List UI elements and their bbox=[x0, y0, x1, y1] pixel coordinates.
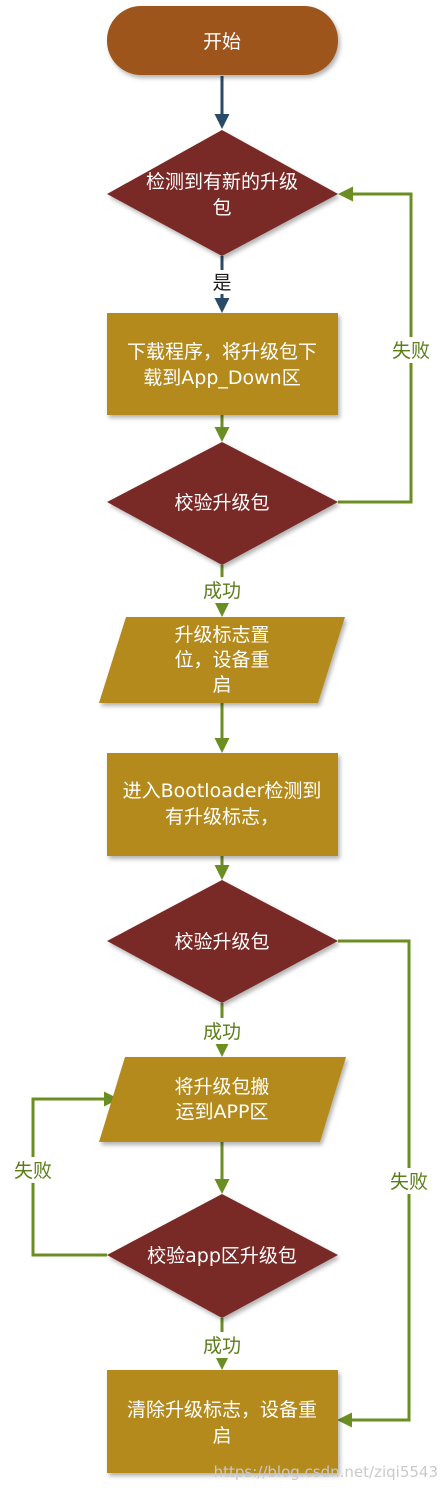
download-label-line1: 下载程序，将升级包下 bbox=[127, 341, 317, 363]
verify-app-package-decision: 校验app区升级包 bbox=[107, 1194, 338, 1318]
watermark: https://blog.csdn.net/ziqi5543 bbox=[214, 1463, 438, 1481]
set-flag-data: 升级标志置 位，设备重 启 bbox=[99, 617, 345, 703]
edge-label-fail-top: 失败 bbox=[392, 340, 430, 362]
move-to-app-data: 将升级包搬 运到APP区 bbox=[99, 1057, 346, 1142]
start-node: 开始 bbox=[107, 6, 338, 75]
check-new-label-line1: 检测到有新的升级 bbox=[146, 171, 298, 193]
clear-flag-process: 清除升级标志，设备重 启 bbox=[107, 1370, 338, 1473]
move-label-line1: 将升级包搬 bbox=[174, 1076, 269, 1098]
verify2-label: 校验升级包 bbox=[174, 931, 269, 953]
clear-label-line2: 启 bbox=[212, 1425, 231, 1447]
edge-label-fail-right: 失败 bbox=[390, 1171, 428, 1193]
set-flag-label-line2: 位，设备重 bbox=[174, 649, 269, 671]
bootloader-process: 进入Bootloader检测到 有升级标志， bbox=[107, 753, 338, 856]
move-label-line2: 运到APP区 bbox=[176, 1101, 269, 1123]
clear-label-line1: 清除升级标志，设备重 bbox=[127, 1399, 317, 1421]
bootloader-label-line1: 进入Bootloader检测到 bbox=[123, 780, 322, 802]
edge-label-success-1: 成功 bbox=[203, 580, 241, 602]
check-new-package-decision: 检测到有新的升级 包 bbox=[107, 130, 338, 256]
verify-app-label: 校验app区升级包 bbox=[147, 1245, 297, 1267]
edge-label-fail-left: 失败 bbox=[14, 1160, 52, 1182]
verify-package-decision-1: 校验升级包 bbox=[107, 442, 338, 565]
edge-label-success-3: 成功 bbox=[203, 1335, 241, 1357]
set-flag-label-line3: 启 bbox=[212, 674, 231, 696]
start-label: 开始 bbox=[203, 31, 241, 53]
edge-label-yes: 是 bbox=[212, 272, 231, 294]
verify-package-decision-2: 校验升级包 bbox=[107, 880, 338, 1003]
set-flag-label-line1: 升级标志置 bbox=[174, 624, 269, 646]
verify1-label: 校验升级包 bbox=[174, 492, 269, 514]
download-label-line2: 载到App_Down区 bbox=[143, 367, 300, 389]
check-new-label-line2: 包 bbox=[212, 197, 231, 219]
download-process: 下载程序，将升级包下 载到App_Down区 bbox=[107, 313, 338, 415]
bootloader-label-line2: 有升级标志， bbox=[165, 806, 279, 828]
edge-label-success-2: 成功 bbox=[203, 1021, 241, 1043]
